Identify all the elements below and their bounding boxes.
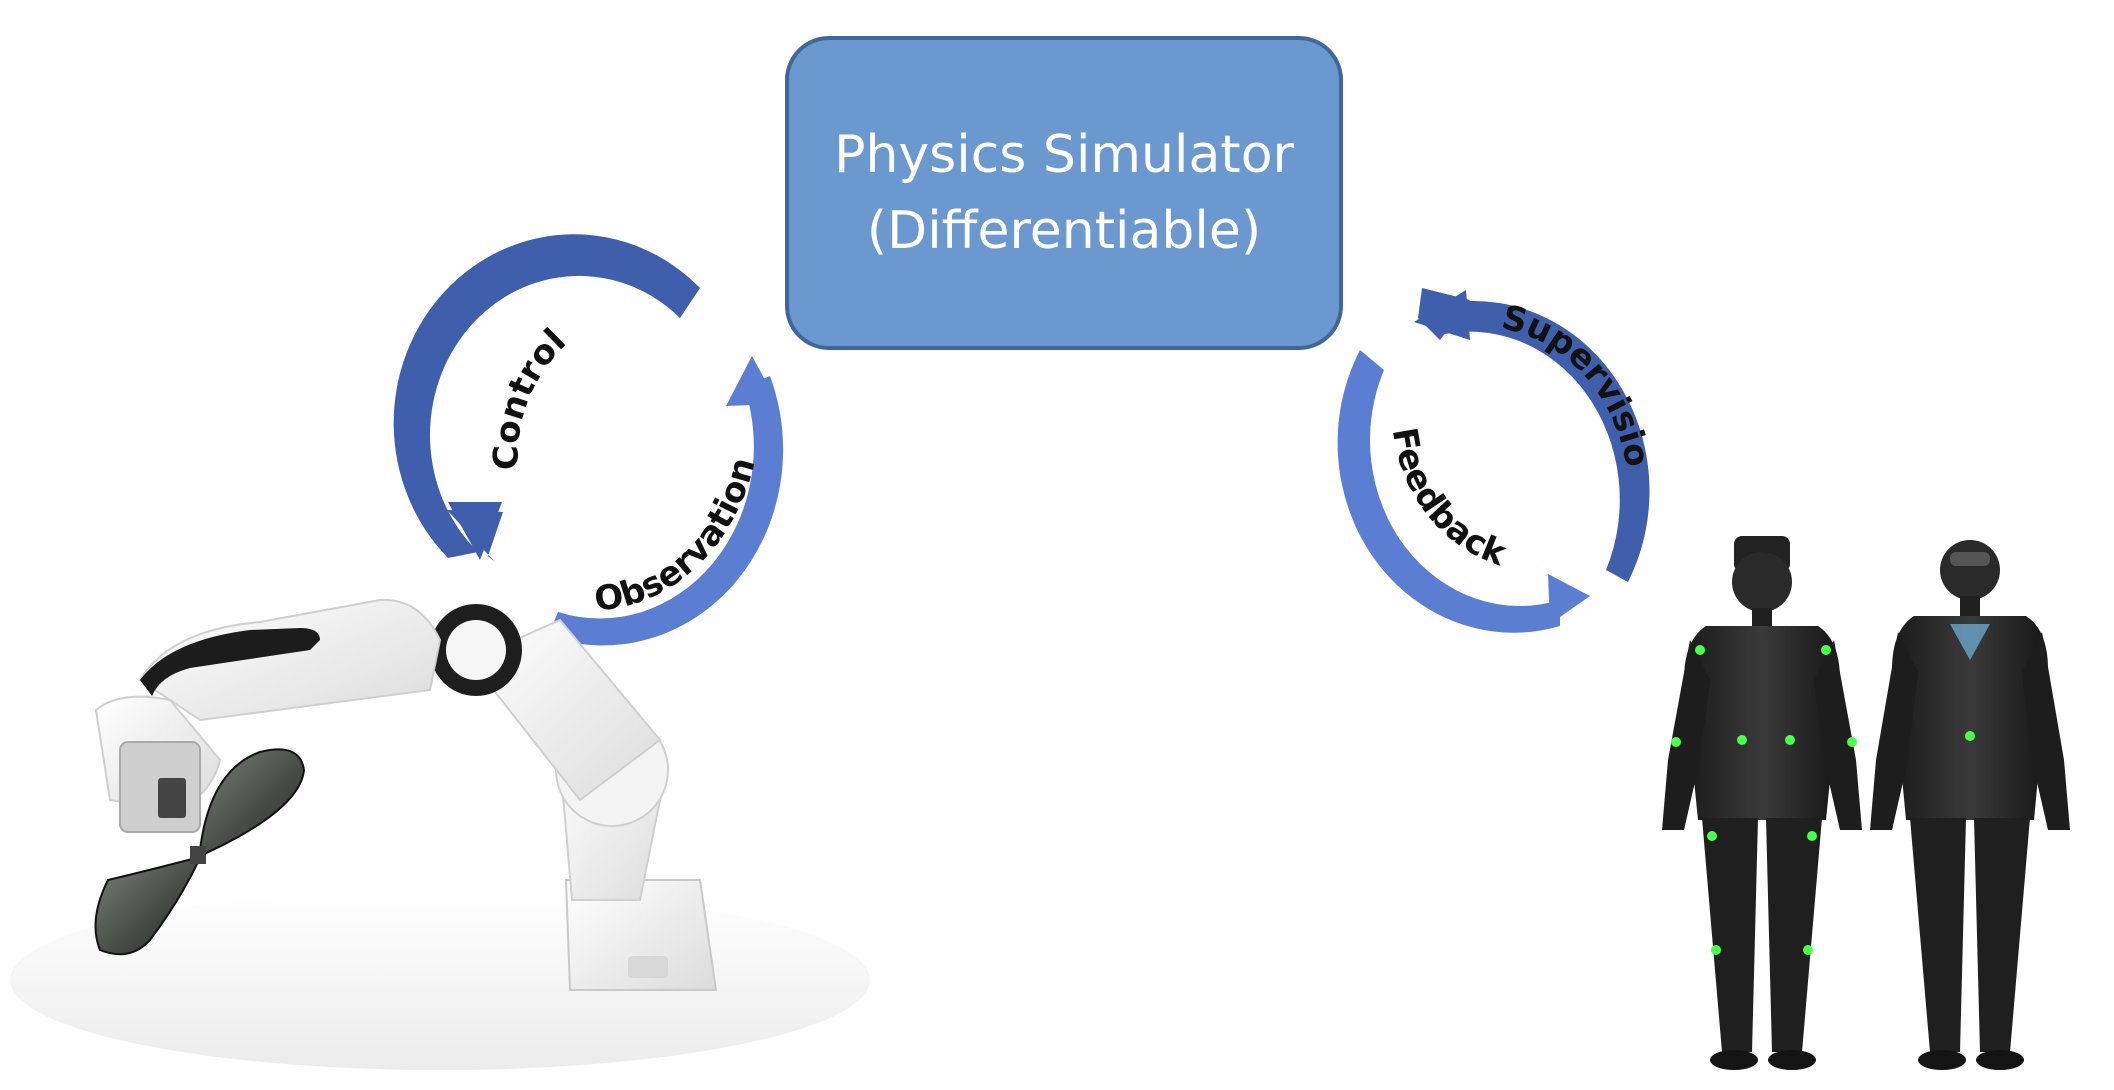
front-markers	[1671, 645, 1857, 955]
back-headset-strap	[1950, 552, 1990, 566]
control-arrow	[393, 234, 700, 562]
back-neck	[1960, 596, 1980, 620]
back-left-foot	[1918, 1050, 1966, 1070]
simulator-title: Physics Simulator	[834, 125, 1294, 185]
gripper-lower-finger	[94, 856, 200, 956]
back-right-arm	[2022, 632, 2070, 830]
back-left-leg	[1910, 818, 1966, 1052]
mocap-suits-image	[1662, 536, 2070, 1070]
robot-elbow-cap	[446, 620, 506, 680]
front-right-leg	[1766, 818, 1822, 1052]
robot-flange-connector	[158, 778, 186, 818]
front-left-foot	[1710, 1050, 1758, 1070]
back-head	[1940, 540, 2000, 600]
front-left-leg	[1702, 818, 1758, 1052]
back-right-foot	[1976, 1050, 2024, 1070]
back-left-arm	[1870, 632, 1918, 830]
robot-base-plate	[628, 956, 668, 978]
front-head	[1732, 552, 1792, 612]
mocap-figure-front	[1662, 536, 1862, 1070]
back-markers	[1965, 731, 1975, 741]
feedback-arrow	[1337, 350, 1590, 633]
supervision-label: Supervision	[0, 0, 1657, 470]
control-label-text: Control	[487, 321, 574, 470]
supervision-arrow	[1414, 288, 1650, 582]
back-hub	[1950, 624, 1990, 660]
front-torso	[1684, 626, 1840, 820]
simulator-subtitle: (Differentiable)	[866, 201, 1262, 261]
observation-arrow	[548, 356, 784, 646]
front-left-arm	[1662, 640, 1710, 830]
back-right-leg	[1974, 818, 2030, 1052]
robot-arm-image	[10, 598, 870, 1070]
front-right-arm	[1814, 640, 1862, 830]
front-right-foot	[1768, 1050, 1816, 1070]
mocap-figure-back	[1870, 540, 2070, 1070]
control-label: Control	[487, 321, 574, 470]
back-torso	[1892, 616, 2048, 820]
robot-upper-band	[140, 628, 320, 696]
front-neck	[1752, 608, 1772, 630]
physics-simulator-box: Physics Simulator (Differentiable)	[785, 36, 1343, 350]
robot-upper-link	[138, 598, 442, 722]
gripper-hinge	[190, 846, 206, 864]
gripper-upper-finger	[198, 748, 306, 856]
robot-base	[564, 879, 718, 991]
supervision-label-text: Supervision	[0, 0, 1657, 470]
